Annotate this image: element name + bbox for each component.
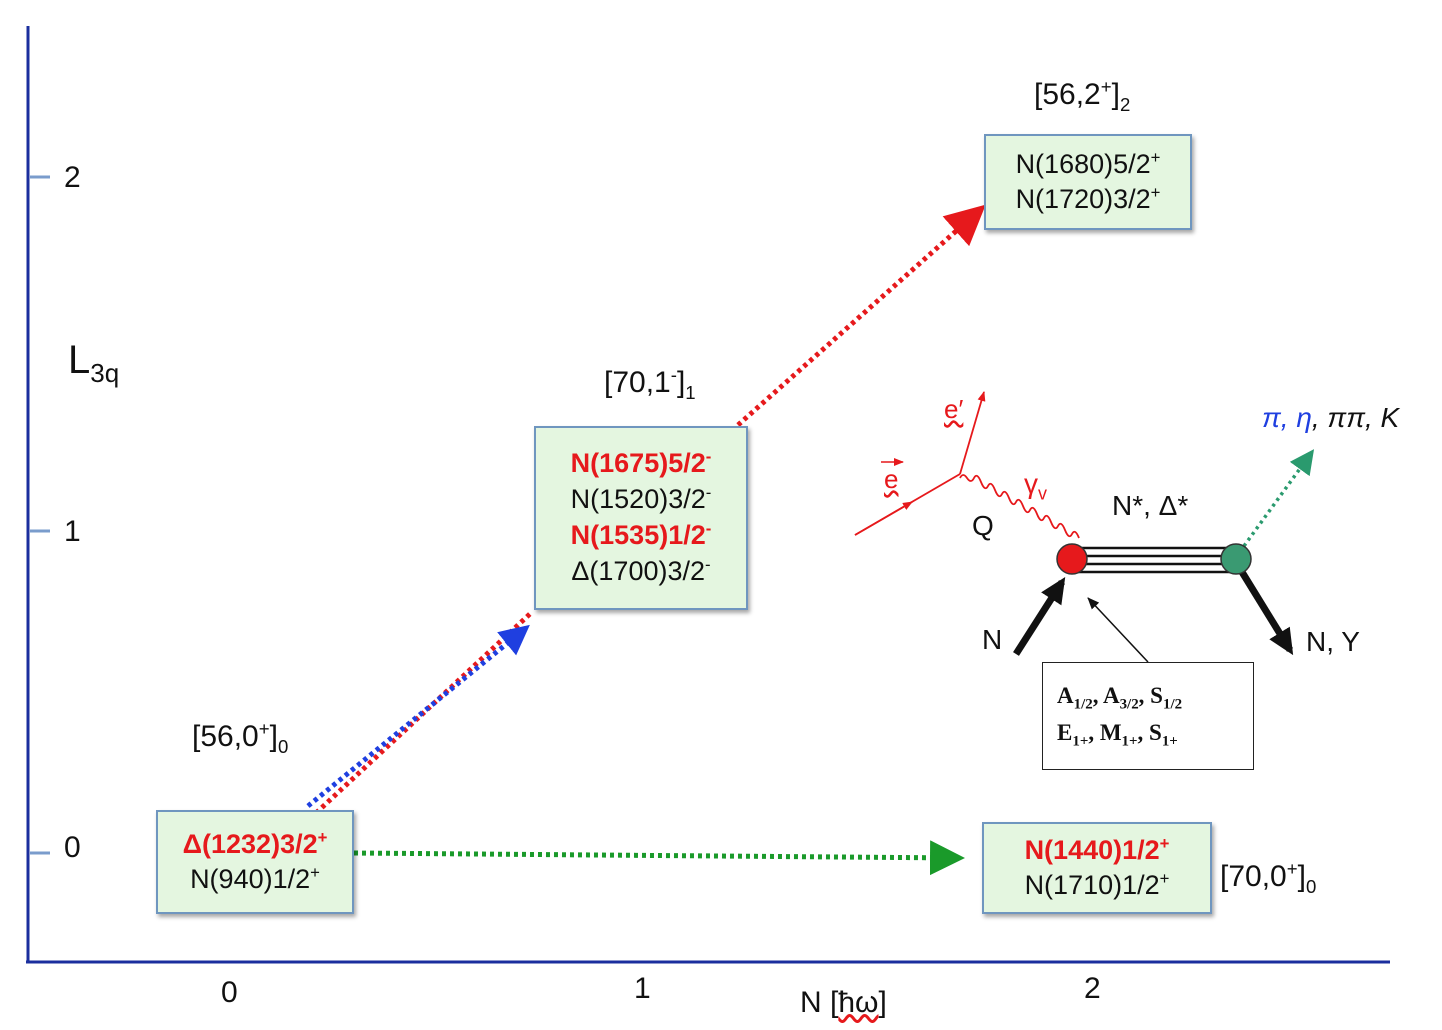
x-axis-label: N [ħω] bbox=[800, 986, 887, 1019]
red-arrow-l1-to-l2 bbox=[736, 204, 986, 427]
incoming-nucleon-label: N bbox=[982, 624, 1003, 655]
x-tick-label-1: 1 bbox=[634, 972, 651, 1005]
l1-state-box: N(1675)5/2- N(1520)3/2- N(1535)1/2- Δ(1700)… bbox=[534, 426, 748, 610]
supermultiplet-70-0: [70,0+]0 bbox=[1220, 858, 1317, 897]
y-tick-label-2: 2 bbox=[64, 161, 81, 194]
state-l1-2: N(1535)1/2- bbox=[570, 519, 712, 550]
outgoing-baryon-line bbox=[1239, 570, 1294, 656]
state-l2-0: N(1680)5/2+ bbox=[1015, 147, 1161, 179]
decay-vertex bbox=[1220, 543, 1252, 575]
state-l1-1: N(1520)3/2- bbox=[570, 483, 712, 515]
incoming-nucleon-line bbox=[1013, 576, 1066, 656]
green-arrow-ground-to-roper bbox=[353, 840, 965, 876]
y-axis-label: L3q bbox=[68, 338, 120, 388]
amplitudes-box: A1/2, A3/2, S1/2 E1+, M1+, S1+ bbox=[1042, 662, 1254, 770]
roper-state-box: N(1440)1/2+ N(1710)1/2+ bbox=[982, 822, 1212, 914]
state-l2-1: N(1720)3/2+ bbox=[1015, 183, 1161, 214]
meson-label: π, η, ππ, K bbox=[1262, 402, 1400, 433]
incoming-electron-label: e bbox=[884, 464, 899, 494]
incoming-electron-arrow bbox=[854, 501, 913, 536]
ground-state-box: Δ(1232)3/2+ N(940)1/2+ bbox=[156, 810, 354, 914]
supermultiplet-56-2: [56,2+]2 bbox=[1034, 76, 1131, 115]
q-label: Q bbox=[972, 510, 994, 541]
supermultiplet-70-1: [70,1-]1 bbox=[604, 364, 696, 403]
outgoing-baryon-label: N, Y bbox=[1306, 626, 1360, 657]
state-roper-1: N(1710)1/2+ bbox=[1024, 869, 1170, 900]
resonance-label: N*, Δ* bbox=[1112, 490, 1189, 521]
state-roper-0: N(1440)1/2+ bbox=[1024, 833, 1170, 865]
photon-vertex bbox=[1056, 543, 1088, 575]
outgoing-electron-line bbox=[959, 391, 986, 475]
y-tick-label-1: 1 bbox=[64, 515, 81, 548]
x-tick-label-2: 2 bbox=[1084, 972, 1101, 1005]
meson-line bbox=[1242, 449, 1315, 548]
virtual-photon-line bbox=[959, 474, 1080, 539]
blue-arrow-ground-to-l1 bbox=[306, 624, 530, 808]
state-l1-3: Δ(1700)3/2- bbox=[571, 554, 711, 586]
state-ground-0: Δ(1232)3/2+ bbox=[182, 827, 328, 859]
outgoing-electron-label: e′ bbox=[944, 394, 964, 424]
amplitudes-line-1: A1/2, A3/2, S1/2 bbox=[1057, 682, 1183, 713]
x-tick-label-0: 0 bbox=[221, 976, 238, 1009]
amplitudes-line-2: E1+, M1+, S1+ bbox=[1057, 720, 1178, 750]
y-tick-label-0: 0 bbox=[64, 831, 81, 864]
state-ground-1: N(940)1/2+ bbox=[190, 863, 320, 894]
state-l1-0: N(1675)5/2- bbox=[570, 447, 712, 479]
supermultiplet-56-0: [56,0+]0 bbox=[192, 718, 289, 757]
amplitude-pointer bbox=[1087, 597, 1149, 663]
virtual-photon-label: γv bbox=[1024, 468, 1047, 504]
l2-state-box: N(1680)5/2+ N(1720)3/2+ bbox=[984, 134, 1192, 230]
red-arrow-ground-to-l1 bbox=[314, 610, 534, 815]
